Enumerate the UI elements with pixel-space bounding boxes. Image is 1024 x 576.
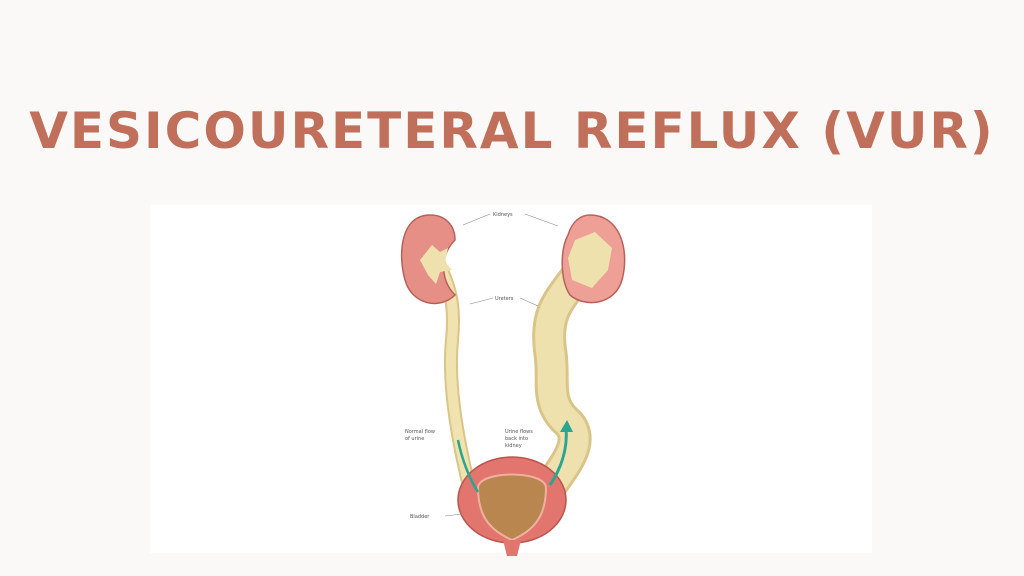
label-kidneys: Kidneys	[493, 212, 513, 218]
normal-flow-arrow	[456, 439, 480, 493]
page-title: Vesicoureteral Reflux (VUR)	[29, 102, 995, 160]
label-reflux-2: back into	[505, 436, 528, 442]
reflux-arrowhead	[560, 420, 573, 432]
left-kidney	[400, 214, 457, 305]
label-normal-flow-2: of urine	[405, 436, 424, 442]
bladder	[457, 456, 567, 556]
right-kidney	[561, 214, 626, 304]
label-bladder: Bladder	[410, 514, 430, 520]
label-ureters: Ureters	[495, 296, 514, 302]
reflux-arrow	[548, 427, 568, 486]
label-normal-flow-1: Normal flow	[405, 429, 435, 435]
label-reflux-3: kidney	[505, 443, 522, 449]
label-reflux-1: Urine flows	[505, 429, 533, 435]
